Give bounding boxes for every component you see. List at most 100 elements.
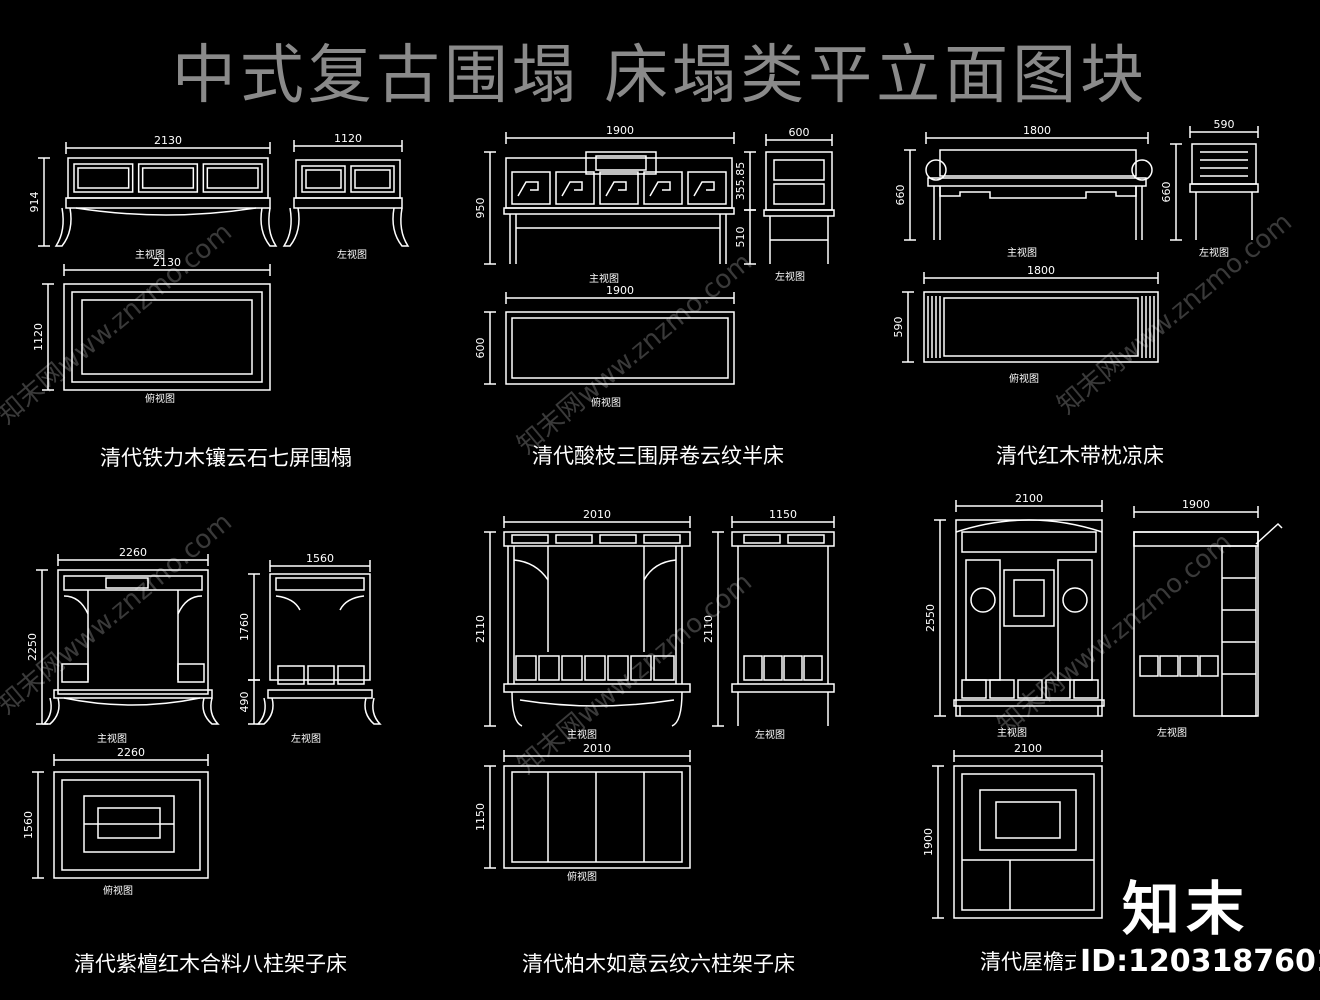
bed4-side-frame [269,573,371,681]
cabriole-leg [42,697,60,725]
bed6-roof-flag [1255,522,1283,545]
bed5-drawer [538,655,560,681]
bed2-front-height: 950 [474,198,487,219]
bed1-side-seat [293,197,403,209]
bed6-side-drawer [1199,655,1219,677]
bed2-fret-scroll [561,181,583,197]
bed4-side-lower-height: 490 [238,692,251,713]
bed4-front-frame [57,569,209,695]
watermark-text: 知末网www.znzmo.com [0,507,238,720]
bed5-legs-apron [511,691,683,727]
bed1-top-outer [63,283,271,391]
panel [73,163,134,193]
bed2-side-upper-height: 355.85 [734,162,747,201]
bed4-corner-bracket [63,595,89,615]
bed4-side-panel [61,663,89,683]
panel [202,163,263,193]
bed6-drawer [961,679,987,699]
bed6-center-opening [1003,569,1055,627]
bed4-apron [63,697,201,706]
bed4-side-drawer [307,665,335,685]
panel-inner [354,169,391,189]
bed2-front-seat [503,207,735,215]
bed5-side-canopy [731,531,835,547]
bed6-top-panel [979,789,1077,851]
bed2-side-seat [763,209,835,217]
bed5-canopy-panel [643,534,681,544]
cabriole-leg [260,207,278,247]
bed5-front-height: 2110 [474,615,487,643]
bed5-drawer [515,655,537,681]
bed-caption-6: 清代屋檐式拔步床 [980,950,1076,974]
bed2-fret-scroll [605,181,627,197]
bed5-seat [503,683,691,693]
bed5-bracket [643,559,677,581]
page-title: 中式复古围塌 床塌类平立面图块 [171,39,1149,113]
bed6-medallion-left [970,587,996,613]
bed2-top-view-label: 俯视图 [591,396,621,409]
bed6-medallion-right [1062,587,1088,613]
bed6-roof-eave [955,519,1103,533]
bed5-bracket [513,559,549,581]
bed6-front-view-label: 主视图 [997,726,1027,739]
bed1-top-mid [71,291,263,383]
bed5-canopy-panel [511,534,549,544]
bed1-front-height: 914 [28,192,41,213]
bed5-drawer [561,655,583,681]
bed6-top-inner [961,773,1095,911]
bed6-top-panel-inner [995,801,1061,839]
dimension-text-layer: 2130914主视图1120左视图21301120俯视图1900950主视图60… [22,118,1235,897]
panel-inner [77,167,130,189]
bed4-side-width: 1560 [306,552,334,565]
bed4-corner-bracket [177,595,203,615]
cabriole-leg [54,207,72,247]
bed4-top-outer [53,771,209,879]
bed6-side-cornice [1133,531,1259,547]
bed5-top-inner [511,771,683,863]
bed6-side-drawer [1159,655,1179,677]
id-label: ID:1203187601 [1080,944,1320,979]
bed3-side-seat [1189,183,1259,193]
bed5-side-drawer [783,655,803,681]
bed6-side-drawer [1179,655,1199,677]
cabriole-leg [282,207,300,247]
bed6-front-width: 2100 [1015,492,1043,505]
bed2-front-screen [505,157,733,209]
bed3-top-width: 1800 [1027,264,1055,277]
bed5-side-drawer [803,655,823,681]
bed5-top-width: 2010 [583,742,611,755]
bed1-top-width: 2130 [153,256,181,269]
bed3-top-inner [943,297,1139,357]
panel-inner [141,167,195,189]
bed1-top-inner [81,299,253,375]
cabriole-leg [256,697,274,725]
bed6-plinth [953,699,1105,707]
bed4-front-view-label: 主视图 [97,732,127,745]
watermark-text: 知末网www.znzmo.com [992,527,1238,740]
bed6-side-view-label: 左视图 [1157,726,1187,739]
bed6-side-step [1221,545,1257,717]
bed6-left-panel [965,559,1001,681]
bed5-canopy [503,531,691,547]
bed6-center-inner [1013,579,1045,617]
bed2-crest-inner [595,155,647,171]
bed4-side-canopy [275,577,365,591]
bed4-front-canopy [63,575,203,591]
bed3-top-depth: 590 [892,317,905,338]
bed5-drawer [653,655,675,681]
bed5-drawer [584,655,606,681]
bed6-drawer [1045,679,1071,699]
bed-caption-5: 清代柏木如意云纹六柱架子床 [522,952,795,976]
cabriole-leg [392,207,410,247]
bed5-side-view-label: 左视图 [755,728,785,741]
bed6-side-drawer [1139,655,1159,677]
bed5-side-drawer [743,655,763,681]
bed2-top-outer [505,311,735,385]
bed2-top-inner [511,317,729,379]
cabriole-leg [364,697,382,725]
bed2-top-depth: 600 [474,338,487,359]
bed4-side-view-label: 左视图 [291,732,321,745]
bed3-front-view-label: 主视图 [1007,246,1037,259]
bed3-top-outer [923,291,1159,363]
